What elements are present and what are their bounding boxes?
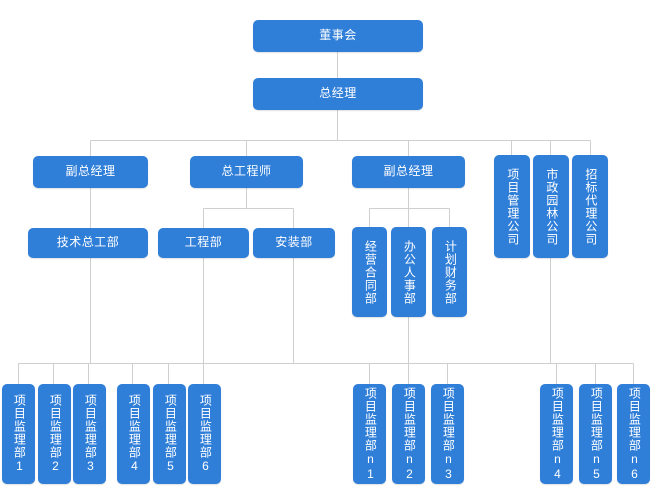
node-supervision-2-label: 项目监理部2 [48,394,63,474]
node-supervision-2[interactable]: 项目监理部2 [38,384,71,484]
node-engineering-dept-label: 工程部 [184,235,223,250]
node-supervision-n6[interactable]: 项目监理部n6 [617,384,650,484]
node-supervision-3-label: 项目监理部3 [83,394,98,474]
node-deputy-gm-left-label: 副总经理 [65,164,116,179]
node-general-manager[interactable]: 总经理 [253,78,423,110]
node-installation-dept[interactable]: 安装部 [253,228,335,258]
node-supervision-4[interactable]: 项目监理部4 [117,384,150,484]
node-supervision-1[interactable]: 项目监理部1 [2,384,35,484]
node-supervision-n4[interactable]: 项目监理部n4 [540,384,573,484]
node-tech-chief-dept[interactable]: 技术总工部 [28,228,148,258]
node-tech-chief-dept-label: 技术总工部 [56,235,120,250]
node-supervision-6-label: 项目监理部6 [198,394,213,474]
node-board-label: 董事会 [319,28,357,43]
node-supervision-n2[interactable]: 项目监理部n2 [392,384,425,484]
node-supervision-n3-label: 项目监理部n3 [441,386,456,482]
node-supervision-n4-label: 项目监理部n4 [550,386,565,482]
node-deputy-gm-right[interactable]: 副总经理 [352,156,465,188]
node-chief-engineer[interactable]: 总工程师 [190,156,303,188]
node-supervision-n5[interactable]: 项目监理部n5 [579,384,612,484]
node-supervision-5-label: 项目监理部5 [163,394,178,474]
node-supervision-n6-label: 项目监理部n6 [627,386,642,482]
node-planning-finance-dept[interactable]: 计划财务部 [432,227,467,317]
node-supervision-n1[interactable]: 项目监理部n1 [353,384,386,484]
node-municipal-landscape-company-label: 市政园林公司 [544,167,559,246]
node-supervision-5[interactable]: 项目监理部5 [153,384,186,484]
node-supervision-n3[interactable]: 项目监理部n3 [431,384,464,484]
node-municipal-landscape-company[interactable]: 市政园林公司 [533,155,569,258]
node-business-contract-dept[interactable]: 经营合同部 [352,227,387,317]
node-supervision-n2-label: 项目监理部n2 [402,386,417,482]
node-board[interactable]: 董事会 [253,20,423,52]
node-deputy-gm-left[interactable]: 副总经理 [33,156,148,188]
node-office-hr-dept[interactable]: 办公人事部 [391,227,426,317]
node-business-contract-dept-label: 经营合同部 [363,239,378,305]
node-supervision-n1-label: 项目监理部n1 [363,386,378,482]
node-general-manager-label: 总经理 [319,86,357,101]
node-project-mgmt-company-label: 项目管理公司 [505,167,520,246]
node-supervision-3[interactable]: 项目监理部3 [73,384,106,484]
node-office-hr-dept-label: 办公人事部 [402,239,417,305]
node-supervision-n5-label: 项目监理部n5 [589,386,604,482]
node-bidding-agency-company-label: 招标代理公司 [583,167,598,246]
node-chief-engineer-label: 总工程师 [221,164,272,179]
node-supervision-6[interactable]: 项目监理部6 [188,384,221,484]
node-installation-dept-label: 安装部 [275,235,313,250]
node-deputy-gm-right-label: 副总经理 [383,164,434,179]
node-supervision-4-label: 项目监理部4 [127,394,142,474]
node-planning-finance-dept-label: 计划财务部 [443,239,458,305]
node-engineering-dept[interactable]: 工程部 [158,228,249,258]
node-supervision-1-label: 项目监理部1 [12,394,27,474]
node-bidding-agency-company[interactable]: 招标代理公司 [572,155,608,258]
node-project-mgmt-company[interactable]: 项目管理公司 [494,155,530,258]
